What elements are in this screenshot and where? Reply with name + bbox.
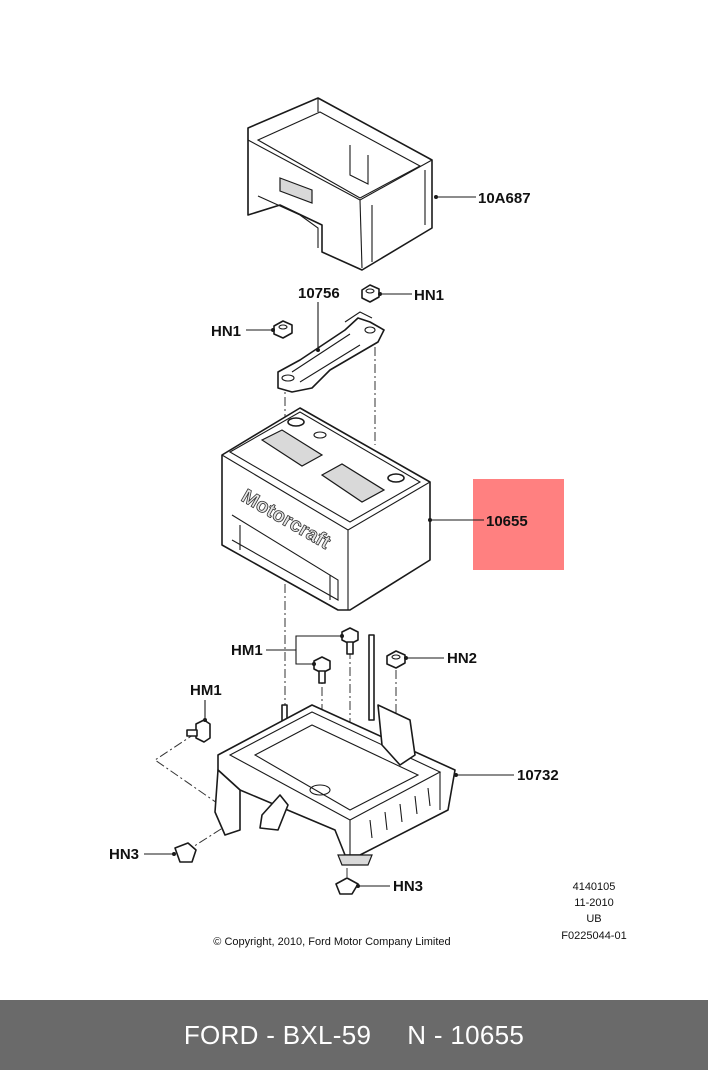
parts-diagram: Motorcraft (109, 97, 627, 948)
label-hm1-left: HM1 (190, 682, 222, 699)
label-hn1-right: HN1 (414, 287, 444, 304)
label-10a687: 10A687 (478, 190, 531, 207)
label-10756: 10756 (298, 285, 340, 302)
battery-tray-10732 (214, 704, 456, 866)
meta-date: 11-2010 (574, 897, 614, 909)
label-hn1-left: HN1 (211, 323, 241, 340)
meta-code: 4140105 (573, 881, 616, 893)
bolt-hm1-mid (313, 656, 331, 684)
nut-hn2 (386, 650, 406, 669)
bolt-hm1-top (341, 627, 359, 655)
label-hm1-top: HM1 (231, 642, 263, 659)
bolt-hm1-left (186, 719, 211, 743)
battery-10655: Motorcraft (221, 407, 431, 611)
copyright: © Copyright, 2010, Ford Motor Company Li… (213, 936, 450, 948)
tray-cover-10a687 (247, 97, 433, 271)
meta-region: UB (586, 913, 601, 925)
clip-hn3-bottom (335, 877, 359, 895)
label-hn2: HN2 (447, 650, 477, 667)
footer-part-number: FORD - BXL-59 (183, 1019, 372, 1050)
meta-figure-id: F0225044-01 (561, 930, 626, 942)
highlight-box (473, 479, 564, 570)
label-hn3-bottom: HN3 (393, 878, 423, 895)
leader-lines (144, 195, 514, 888)
label-10655: 10655 (486, 513, 528, 530)
nut-hn1-right (361, 284, 380, 303)
hold-down-bracket-10756 (277, 311, 385, 393)
label-hn3-left: HN3 (109, 846, 139, 863)
nut-hn1-left (273, 320, 293, 339)
footer-oem-number: N - 10655 (407, 1019, 525, 1050)
label-10732: 10732 (517, 767, 559, 784)
footer-bar: FORD - BXL-59 N - 10655 (0, 1000, 708, 1070)
clip-hn3-left (174, 842, 197, 863)
